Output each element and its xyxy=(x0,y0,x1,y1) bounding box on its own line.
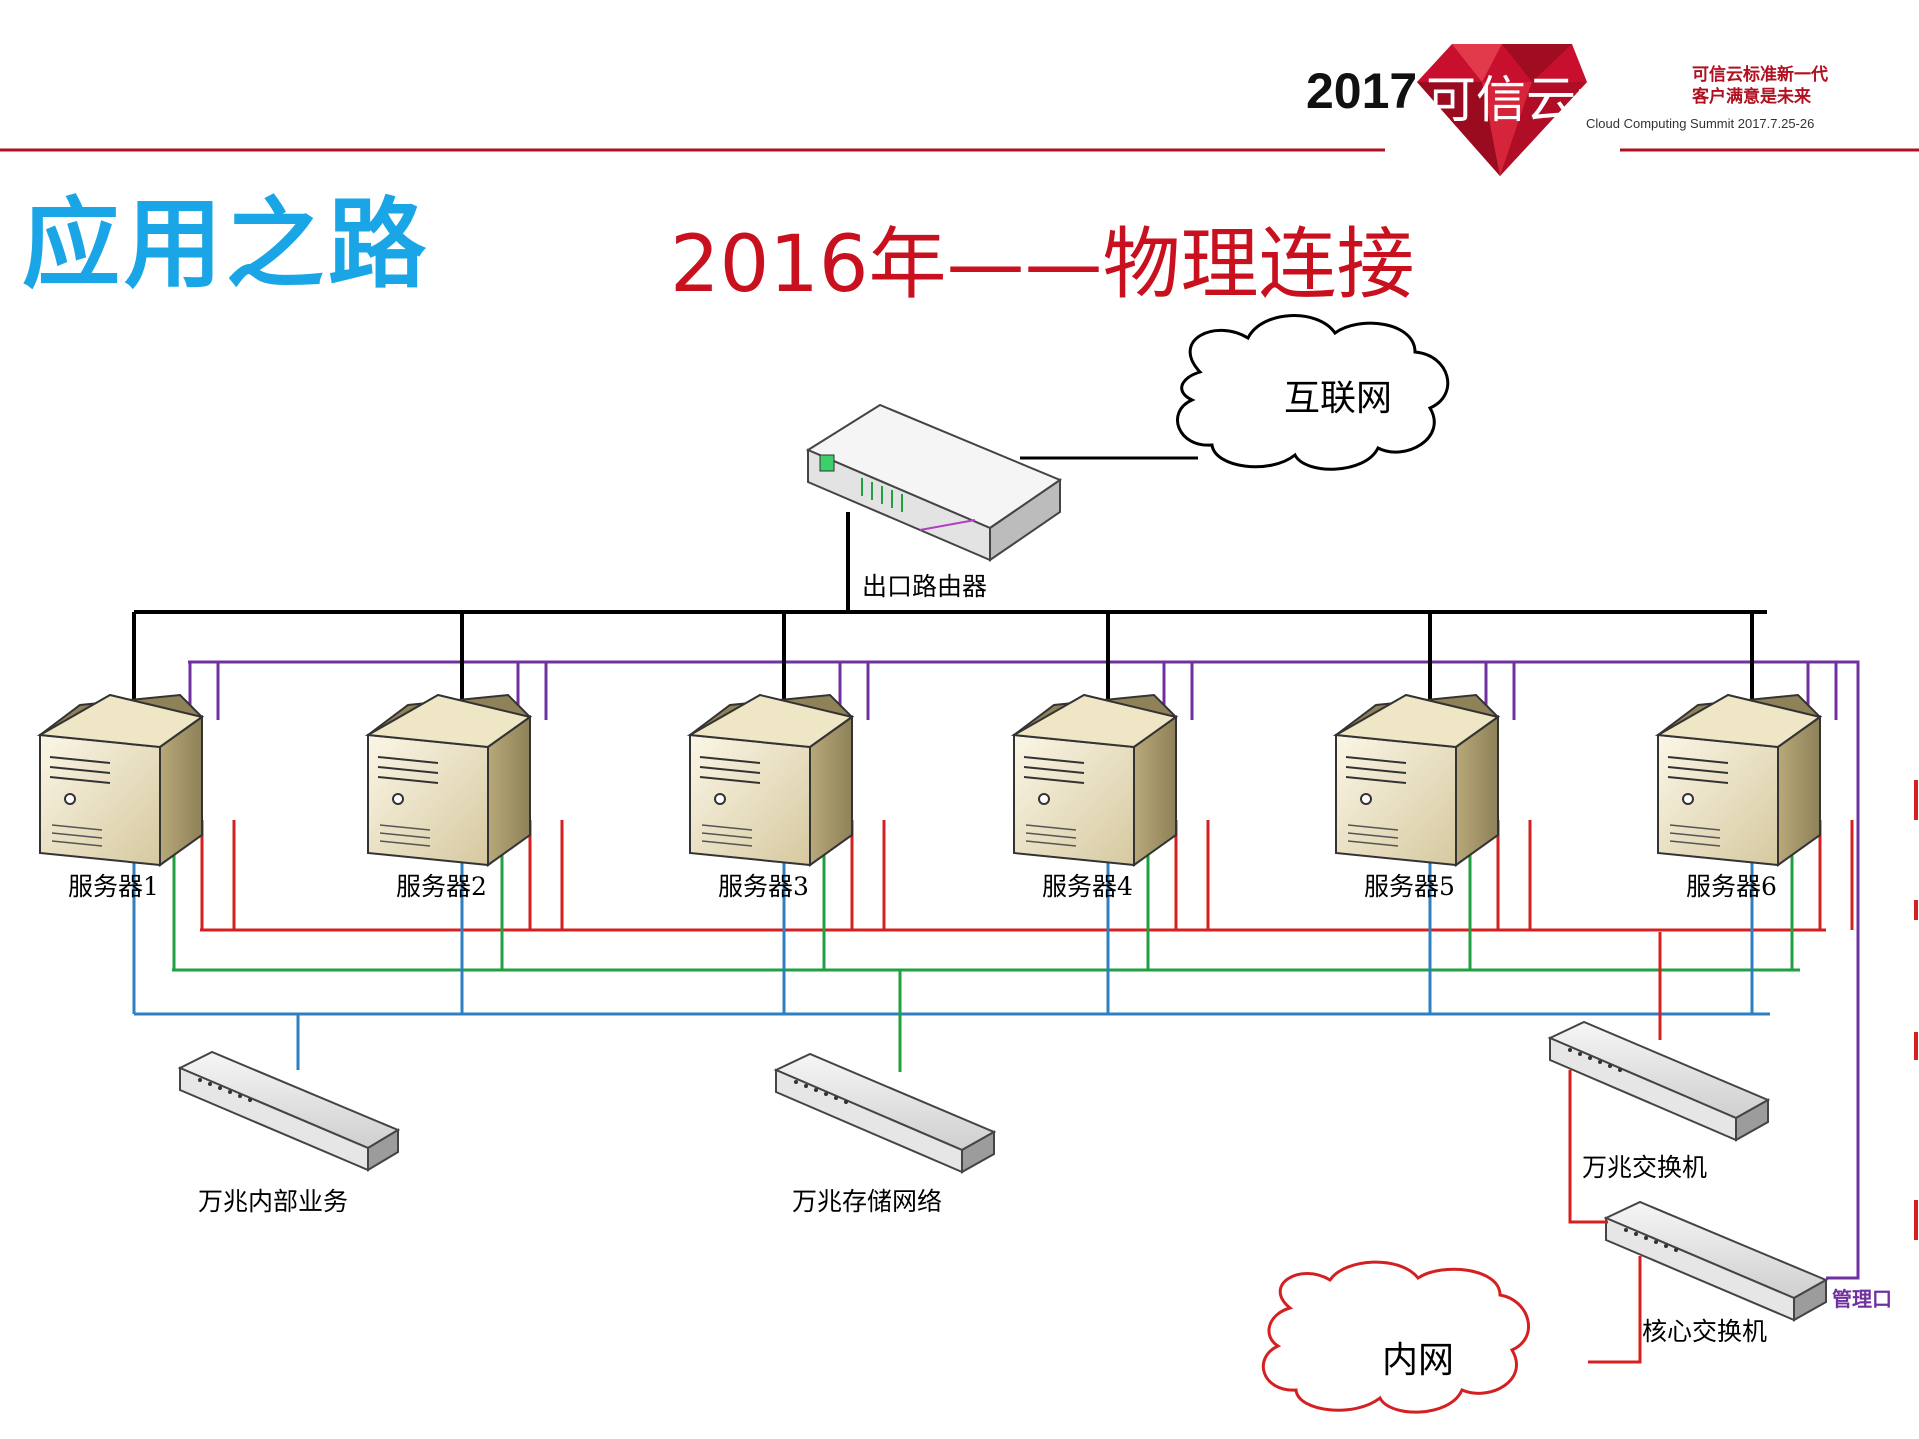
servers-group: 服务器1 服务器2 服务器3 服务器4 服务器5 服务器6 xyxy=(36,693,1823,901)
server-label: 服务器1 xyxy=(68,872,159,901)
power-button-icon xyxy=(64,793,76,805)
switch-10g-label: 万兆交换机 xyxy=(1582,1153,1707,1182)
switch-storage: 万兆存储网络 xyxy=(773,1052,997,1216)
router-label: 出口路由器 xyxy=(862,572,987,601)
server-3: 服务器3 xyxy=(686,693,855,901)
server-label: 服务器6 xyxy=(1686,872,1777,901)
internet-label: 互联网 xyxy=(1284,378,1392,419)
intranet-label: 内网 xyxy=(1382,1340,1454,1381)
logo-year: 2017 xyxy=(1306,63,1418,119)
logo-name: 可信云大会 xyxy=(1426,71,1676,129)
slide-subtitle: 2016年——物理连接 xyxy=(670,220,1415,310)
server-label: 服务器5 xyxy=(1364,872,1455,901)
server-label: 服务器4 xyxy=(1042,872,1133,901)
internet-cloud: 互联网 xyxy=(1176,314,1450,471)
slide-title: 应用之路 xyxy=(22,188,431,302)
core-switch: 核心交换机 xyxy=(1603,1200,1829,1346)
bus-lines xyxy=(132,610,1854,1072)
server-label: 服务器2 xyxy=(396,872,487,901)
server-4: 服务器4 xyxy=(1010,693,1179,901)
power-button-icon xyxy=(1360,793,1372,805)
power-button-icon xyxy=(1038,793,1050,805)
summit-logo-gem xyxy=(1417,44,1587,176)
server-6: 服务器6 xyxy=(1654,693,1823,901)
server-label: 服务器3 xyxy=(718,872,809,901)
power-button-icon xyxy=(714,793,726,805)
power-button-icon xyxy=(392,793,404,805)
core-switch-label: 核心交换机 xyxy=(1642,1317,1767,1346)
intranet-cloud: 内网 xyxy=(1261,1260,1530,1414)
router: 出口路由器 xyxy=(805,403,1063,601)
core-red-links xyxy=(1568,932,1662,1364)
mgmt-link xyxy=(1790,660,1860,1280)
server-1: 服务器1 xyxy=(36,693,205,901)
server-5: 服务器5 xyxy=(1332,693,1501,901)
switch-internal-label: 万兆内部业务 xyxy=(198,1187,348,1216)
server-2: 服务器2 xyxy=(364,693,533,901)
switch-storage-label: 万兆存储网络 xyxy=(792,1187,942,1216)
header-divider xyxy=(0,148,1919,152)
switch-10g: 万兆交换机 xyxy=(1547,1020,1771,1182)
power-button-icon xyxy=(1682,793,1694,805)
logo-slogan-line1: 可信云标准新一代 xyxy=(1692,65,1828,85)
mgmt-port-label: 管理口 xyxy=(1832,1287,1892,1311)
logo-event-text: Cloud Computing Summit 2017.7.25-26 xyxy=(1586,116,1815,131)
router-led-icon xyxy=(819,454,835,472)
logo-slogan-line2: 客户满意是未来 xyxy=(1692,87,1811,107)
switch-internal: 万兆内部业务 xyxy=(177,1050,401,1216)
